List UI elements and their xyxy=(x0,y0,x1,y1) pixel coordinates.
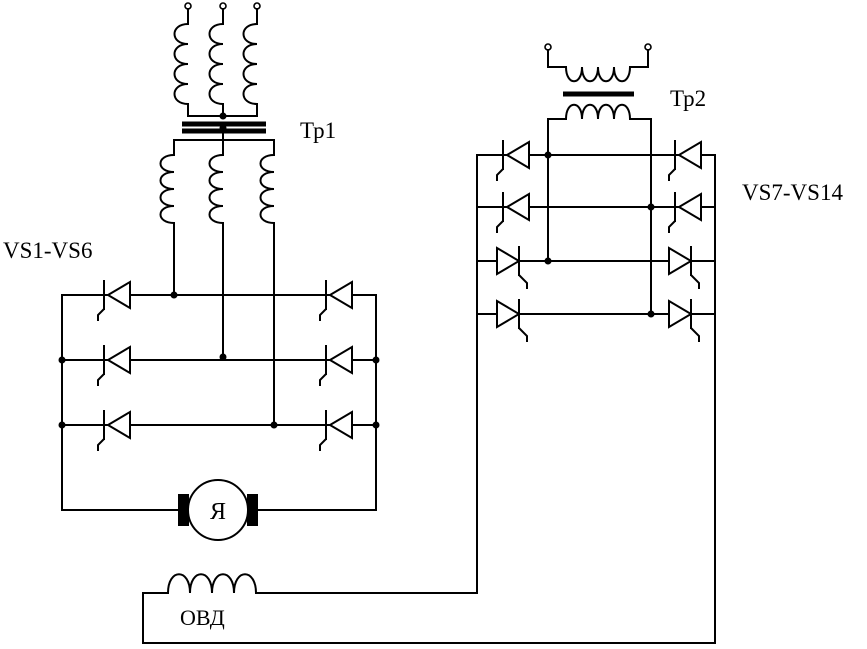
thyristor-vs7 xyxy=(496,140,530,182)
armature-label: Я xyxy=(210,499,226,525)
vs1-vs6-label: VS1-VS6 xyxy=(3,238,92,263)
secondary-coil-b xyxy=(208,153,225,225)
field-coil xyxy=(166,573,258,595)
tr2-label: Тр2 xyxy=(670,86,706,111)
thyristor-vs8 xyxy=(496,192,530,234)
thyristor-vs4 xyxy=(319,280,353,322)
motor-armature: Я xyxy=(61,479,377,541)
transformer-tr2: Тр2 xyxy=(544,43,706,208)
thyristor-vs11 xyxy=(668,140,702,182)
thyristor-vs2 xyxy=(97,345,131,387)
thyristor-vs14 xyxy=(668,299,700,343)
thyristor-vs3 xyxy=(97,410,131,452)
field-winding-label: ОВД xyxy=(180,605,225,630)
primary-coil-b xyxy=(208,22,225,106)
thyristor-vs13 xyxy=(668,246,700,290)
thyristor-vs5 xyxy=(319,345,353,387)
thyristor-vs12 xyxy=(668,192,702,234)
transformer-tr1: Тр1 xyxy=(159,2,336,225)
tr2-primary-coil xyxy=(564,65,632,83)
tr1-label: Тр1 xyxy=(300,118,336,143)
thyristor-vs10 xyxy=(496,299,528,343)
thyristor-bridge-vs1-vs6: VS1-VS6 xyxy=(3,238,380,511)
thyristor-vs6 xyxy=(319,410,353,452)
primary-coil-c xyxy=(242,22,259,106)
thyristor-vs1 xyxy=(97,280,131,322)
primary-coil-a xyxy=(173,22,190,106)
vs7-vs14-label: VS7-VS14 xyxy=(742,180,843,205)
thyristor-vs9 xyxy=(496,246,528,290)
tr2-secondary-coil xyxy=(564,103,632,121)
secondary-coil-c xyxy=(259,153,276,225)
thyristor-bridge-vs7-vs14: VS7-VS14 xyxy=(476,140,843,644)
secondary-coil-a xyxy=(159,153,176,225)
field-winding: ОВД xyxy=(142,573,716,644)
